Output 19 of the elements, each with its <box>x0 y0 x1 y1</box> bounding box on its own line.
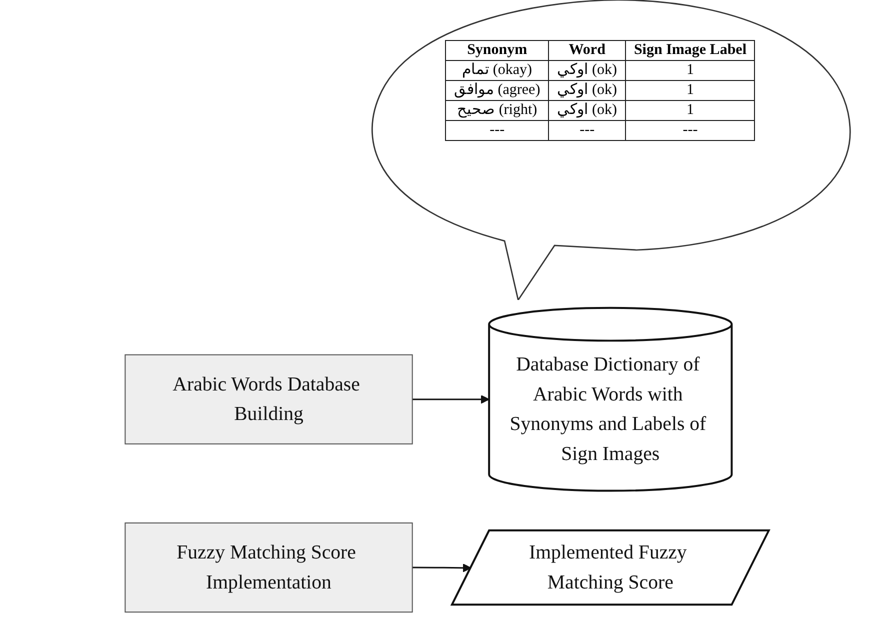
table-cell: اوكي (ok) <box>548 60 626 80</box>
table-cell: 1 <box>625 60 755 80</box>
arrow <box>412 564 472 572</box>
table-cell: اوكي (ok) <box>548 100 626 120</box>
node-box: Fuzzy Matching Score Implementation <box>124 522 413 613</box>
table-cell: --- <box>446 120 549 140</box>
table-cell: 1 <box>625 80 755 100</box>
table-cell: 1 <box>625 100 755 120</box>
table-cell: --- <box>548 120 626 140</box>
table-cell: صحيح (right) <box>446 100 549 120</box>
table-cell: اوكي (ok) <box>548 80 626 100</box>
column-header: Synonym <box>446 40 549 60</box>
table-cell: تمام (okay) <box>446 60 549 80</box>
arrow <box>412 395 490 404</box>
column-header: Word <box>548 40 626 60</box>
node-box: Arabic Words Database Building <box>124 354 413 444</box>
table-cell: موافق (agree) <box>446 80 549 100</box>
column-header: Sign Image Label <box>625 40 755 60</box>
table-cell: --- <box>625 120 755 140</box>
